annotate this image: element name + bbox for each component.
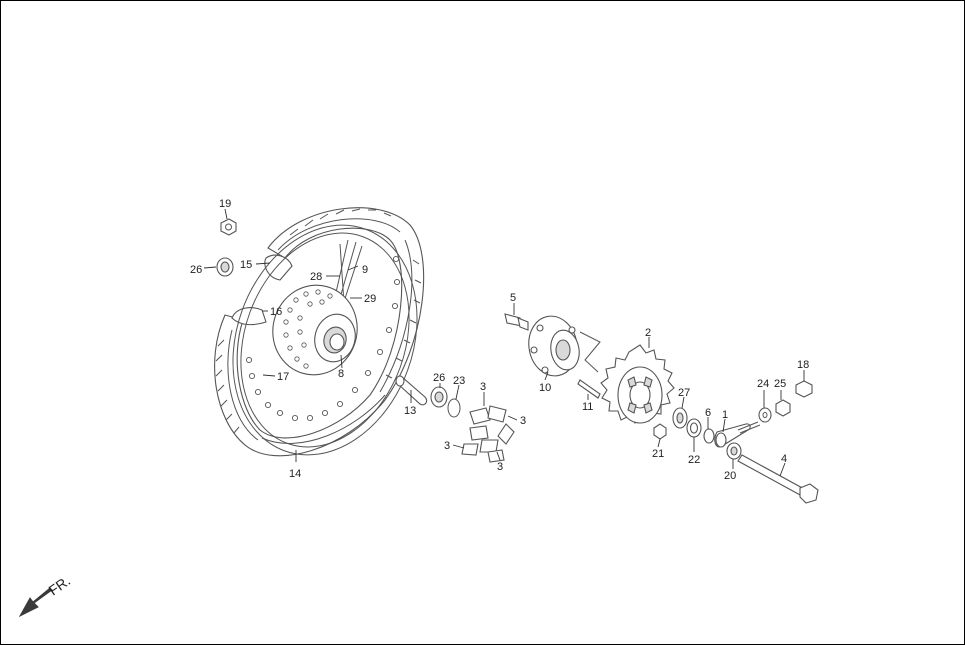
label-22: 22 [688, 454, 700, 466]
label-28: 28 [310, 271, 322, 283]
collar-13 [395, 375, 428, 406]
bearing-27 [672, 407, 688, 429]
label-29: 29 [364, 293, 376, 305]
bolt-11 [577, 379, 601, 399]
front-direction-arrow: FR. [18, 572, 74, 618]
label-1: 1 [722, 409, 728, 421]
label-3-left: 3 [444, 440, 450, 452]
label-19: 19 [219, 198, 231, 210]
label-23: 23 [453, 375, 465, 387]
nut-19 [220, 218, 237, 236]
bearing-26-left [216, 257, 234, 277]
label-11: 11 [582, 401, 593, 413]
leader-lines [203, 208, 805, 477]
tire [214, 207, 425, 457]
part-labels: 19 26 15 16 17 14 28 9 29 8 13 26 23 3 3… [190, 198, 809, 482]
label-15: 15 [240, 259, 252, 271]
label-14: 14 [289, 468, 301, 480]
label-3-bottom: 3 [497, 461, 503, 473]
front-direction-label: FR. [46, 572, 74, 598]
spacer-6 [703, 428, 715, 444]
plate-1 [714, 421, 761, 448]
label-26-mid: 26 [433, 372, 445, 384]
nut-21 [653, 423, 667, 440]
label-27: 27 [678, 387, 690, 399]
label-25: 25 [774, 378, 786, 390]
label-26-left: 26 [190, 264, 202, 276]
label-17: 17 [277, 371, 289, 383]
collar-20 [726, 442, 742, 460]
label-5: 5 [510, 292, 516, 304]
rim [232, 224, 418, 456]
label-4: 4 [781, 453, 787, 465]
label-13: 13 [404, 405, 416, 417]
stud-5 [504, 313, 529, 331]
sprocket-2 [600, 344, 675, 424]
label-24: 24 [757, 378, 769, 390]
washer-24 [758, 407, 772, 423]
label-16: 16 [270, 306, 282, 318]
label-6: 6 [705, 407, 711, 419]
oring-23 [447, 398, 461, 418]
label-10: 10 [539, 382, 551, 394]
seal-22 [686, 418, 702, 438]
axle-4 [737, 454, 819, 504]
hub [272, 284, 358, 376]
label-2: 2 [645, 327, 651, 339]
label-9: 9 [362, 264, 368, 276]
label-3-top: 3 [480, 381, 486, 393]
label-21: 21 [652, 448, 664, 460]
nut-18 [795, 380, 813, 398]
label-8: 8 [338, 368, 344, 380]
dampers-3 [461, 405, 515, 463]
bearing-26-mid [430, 386, 448, 408]
label-3-right: 3 [520, 415, 526, 427]
nut-25 [775, 399, 791, 417]
label-20: 20 [724, 470, 736, 482]
flange-10 [528, 315, 601, 377]
label-18: 18 [797, 359, 809, 371]
